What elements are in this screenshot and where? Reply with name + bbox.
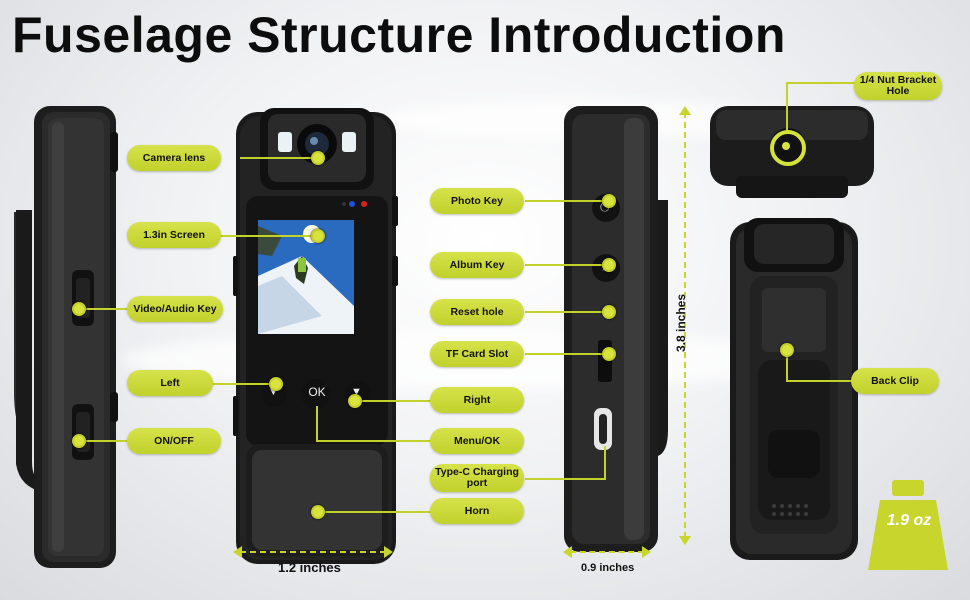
arrow-right-icon: [642, 546, 651, 558]
connector-line: [240, 157, 316, 159]
device-back-view: [726, 214, 862, 564]
label-screen: 1.3in Screen: [127, 222, 221, 248]
arrow-left-icon: [233, 546, 242, 558]
arrow-down-icon: [679, 536, 691, 545]
label-back-clip: Back Clip: [851, 368, 939, 394]
device-left-side-view: [8, 92, 128, 572]
device-front-view: [232, 106, 402, 570]
arrow-up-icon: [679, 106, 691, 115]
reset-hole-marker: [602, 305, 616, 319]
connector-line: [786, 82, 856, 84]
weight-icon: [866, 480, 950, 572]
chevron-right-icon[interactable]: ▼: [351, 386, 362, 398]
connector-line: [210, 383, 274, 385]
connector-line: [786, 380, 852, 382]
connector-line: [786, 350, 788, 381]
width-dimension-text: 1.2 inches: [278, 560, 341, 575]
screen-marker: [311, 229, 325, 243]
connector-line: [354, 400, 434, 402]
video-audio-key-marker: [72, 302, 86, 316]
label-video-audio-key: Video/Audio Key: [127, 296, 223, 322]
connector-line: [80, 440, 130, 442]
label-reset-hole: Reset hole: [430, 299, 524, 325]
back-clip-marker: [780, 343, 794, 357]
ok-button[interactable]: OK: [308, 385, 326, 399]
connector-line: [316, 511, 434, 513]
arrow-left-icon: [563, 546, 572, 558]
height-dimension-line: [684, 112, 686, 538]
label-nut-bracket: 1/4 Nut Bracket Hole: [854, 72, 942, 100]
device-right-side-view: [558, 100, 678, 560]
connector-line: [80, 308, 130, 310]
nut-bracket-center: [782, 142, 790, 150]
label-menu-ok: Menu/OK: [430, 428, 524, 454]
horn-marker: [311, 505, 325, 519]
label-camera-lens: Camera lens: [127, 145, 221, 171]
label-type-c: Type-C Charging port: [430, 464, 524, 492]
label-horn: Horn: [430, 498, 524, 524]
connector-line: [525, 478, 606, 480]
nut-bracket-hole-marker: [770, 130, 806, 166]
depth-dimension-line: [570, 551, 644, 553]
on-off-marker: [72, 434, 86, 448]
tf-card-slot-marker: [602, 347, 616, 361]
connector-line: [316, 440, 434, 442]
photo-key-marker: [602, 194, 616, 208]
left-button-marker: [269, 377, 283, 391]
depth-dimension-text: 0.9 inches: [581, 562, 635, 574]
connector-line: [604, 446, 606, 480]
connector-line: [786, 82, 788, 148]
connector-line: [525, 353, 609, 355]
album-key-marker: [602, 258, 616, 272]
label-right: Right: [430, 387, 524, 413]
connector-line: [316, 406, 318, 441]
label-tf-card-slot: TF Card Slot: [430, 341, 524, 367]
arrow-right-icon: [384, 546, 393, 558]
chevron-left-icon[interactable]: ▼: [268, 386, 279, 398]
label-left: Left: [127, 370, 213, 396]
connector-line: [220, 235, 316, 237]
label-on-off: ON/OFF: [127, 428, 221, 454]
label-photo-key: Photo Key: [430, 188, 524, 214]
width-dimension-line: [240, 551, 386, 553]
label-album-key: Album Key: [430, 252, 524, 278]
page-title: Fuselage Structure Introduction: [12, 7, 786, 63]
connector-line: [525, 200, 609, 202]
connector-line: [525, 311, 609, 313]
connector-line: [525, 264, 609, 266]
camera-lens-marker: [311, 151, 325, 165]
weight-text: 1.9 oz: [886, 512, 932, 529]
height-dimension-text: 3.8 inches: [674, 293, 688, 353]
right-button-marker: [348, 394, 362, 408]
